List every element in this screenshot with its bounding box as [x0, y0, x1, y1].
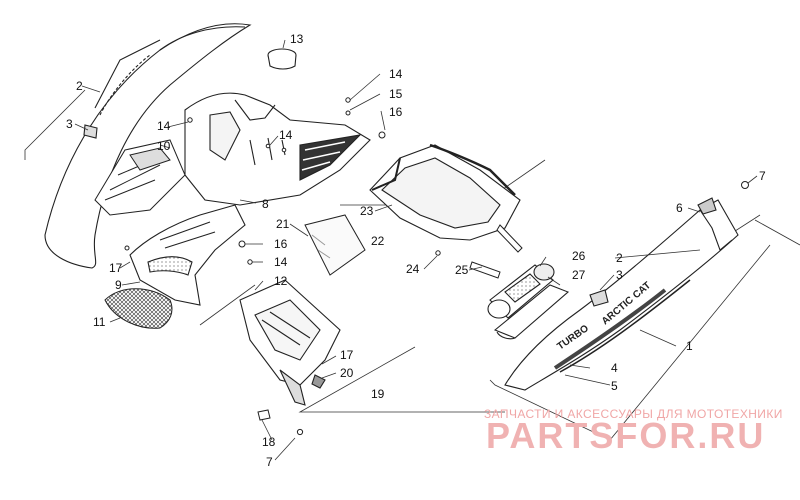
callout-16: 16 — [274, 237, 288, 251]
callout-22: 22 — [371, 234, 385, 248]
callout-25: 25 — [455, 263, 469, 277]
callout-9: 9 — [115, 278, 122, 292]
callout-4: 4 — [611, 361, 618, 375]
watermark: ЗАПЧАСТИ И АКСЕССУАРЫ ДЛЯ МОТОТЕХНИКИ PA… — [484, 407, 783, 456]
callout-3: 3 — [66, 117, 73, 131]
clear-shield — [304, 214, 366, 276]
callout-14: 14 — [274, 255, 288, 269]
callout-8: 8 — [262, 197, 269, 211]
fasteners — [124, 97, 749, 436]
storage-tray — [369, 143, 521, 241]
callout-14: 14 — [389, 67, 403, 81]
callout-12: 12 — [274, 274, 288, 288]
callout-3: 3 — [616, 268, 623, 282]
watermark-brand: PARTSFOR.RU — [486, 415, 765, 456]
hood-panel — [184, 92, 371, 206]
callout-26: 26 — [572, 249, 586, 263]
callout-17: 17 — [340, 348, 354, 362]
callout-16: 16 — [389, 105, 403, 119]
callout-23: 23 — [360, 204, 374, 218]
callout-7: 7 — [266, 455, 273, 469]
callout-27: 27 — [572, 268, 586, 282]
callout-6: 6 — [676, 201, 683, 215]
callout-15: 15 — [389, 87, 403, 101]
tray-cover — [493, 284, 570, 340]
callout-5: 5 — [611, 379, 618, 393]
callouts: 2 3 10 14 13 14 15 16 14 8 17 9 11 16 14… — [66, 32, 766, 469]
air-vent-cap — [267, 48, 297, 70]
callout-1: 1 — [686, 339, 693, 353]
callout-14: 14 — [157, 119, 171, 133]
callout-7: 7 — [759, 169, 766, 183]
callout-21: 21 — [276, 217, 290, 231]
leader-lines — [74, 39, 758, 461]
windshield — [44, 23, 252, 269]
cylinder-bag — [487, 263, 555, 319]
mesh-screen — [104, 288, 173, 329]
callout-13: 13 — [290, 32, 304, 46]
side-vent-grill — [94, 139, 186, 216]
callout-14: 14 — [279, 128, 293, 142]
callout-20: 20 — [340, 366, 354, 380]
callout-19: 19 — [371, 387, 385, 401]
lower-grill — [239, 279, 341, 406]
side-panel — [504, 197, 739, 391]
callout-18: 18 — [262, 435, 276, 449]
strap — [469, 224, 523, 279]
callout-17: 17 — [109, 261, 123, 275]
callout-24: 24 — [406, 262, 420, 276]
nose-cone — [129, 204, 246, 306]
watermark-tagline: ЗАПЧАСТИ И АКСЕССУАРЫ ДЛЯ МОТОТЕХНИКИ — [484, 407, 783, 421]
callout-2: 2 — [616, 251, 623, 265]
callout-11: 10 — [157, 139, 171, 153]
callout-2: 2 — [76, 79, 83, 93]
callout-10: 11 — [93, 315, 106, 329]
